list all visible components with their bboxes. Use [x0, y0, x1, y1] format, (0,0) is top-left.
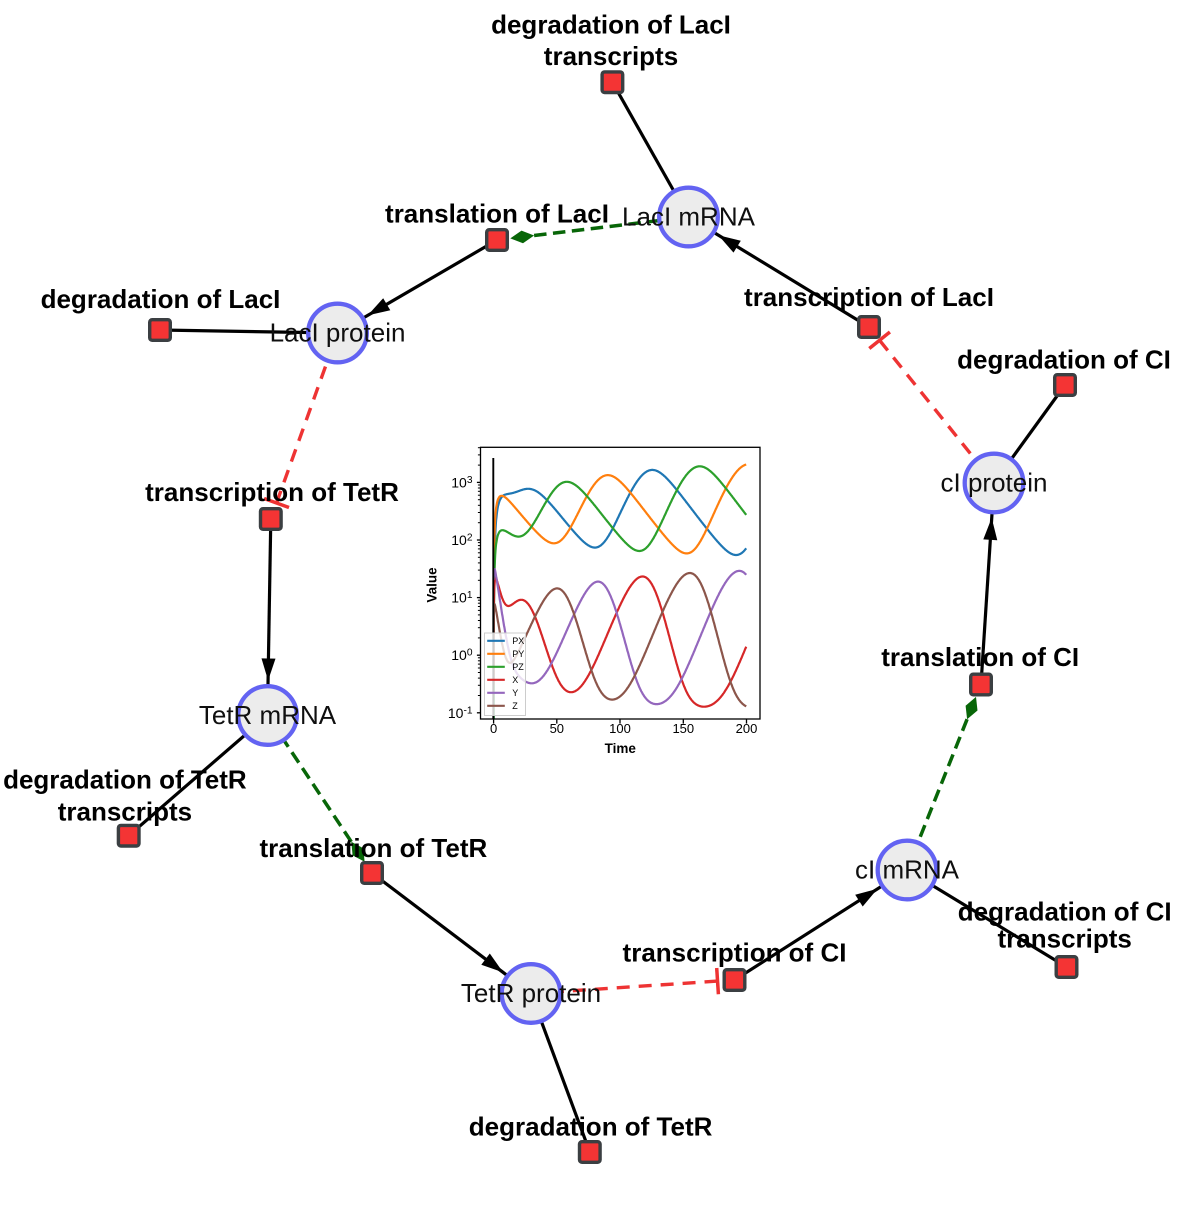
svg-text:Value: Value — [425, 567, 440, 603]
svg-text:transcription of TetR: transcription of TetR — [145, 477, 399, 507]
svg-text:degradation of LacI: degradation of LacI — [41, 284, 281, 314]
svg-text:degradation of TetR: degradation of TetR — [469, 1111, 713, 1141]
svg-text:degradation of CI: degradation of CI — [958, 896, 1172, 926]
svg-text:LacI mRNA: LacI mRNA — [622, 202, 756, 232]
svg-text:degradation of TetR: degradation of TetR — [3, 764, 247, 794]
svg-text:Y: Y — [512, 688, 518, 698]
svg-text:Time: Time — [605, 741, 637, 756]
svg-text:translation of LacI: translation of LacI — [385, 199, 609, 229]
svg-text:translation of TetR: translation of TetR — [260, 833, 488, 863]
svg-text:LacI protein: LacI protein — [270, 318, 406, 348]
svg-text:X: X — [512, 675, 518, 685]
svg-text:transcripts: transcripts — [544, 41, 678, 71]
svg-text:0: 0 — [490, 721, 497, 736]
svg-text:Z: Z — [512, 701, 518, 711]
svg-text:degradation of LacI: degradation of LacI — [491, 10, 731, 40]
svg-text:transcription of LacI: transcription of LacI — [744, 282, 994, 312]
svg-text:PZ: PZ — [512, 662, 524, 672]
svg-text:TetR mRNA: TetR mRNA — [199, 700, 337, 730]
svg-text:transcripts: transcripts — [58, 796, 192, 826]
svg-text:cI protein: cI protein — [941, 468, 1048, 498]
svg-text:100: 100 — [609, 721, 631, 736]
svg-text:translation of CI: translation of CI — [881, 642, 1079, 672]
svg-text:PY: PY — [512, 649, 524, 659]
svg-text:50: 50 — [550, 721, 564, 736]
svg-text:transcription of CI: transcription of CI — [623, 937, 847, 967]
svg-text:cI mRNA: cI mRNA — [855, 855, 960, 885]
svg-text:150: 150 — [672, 721, 694, 736]
svg-text:TetR protein: TetR protein — [461, 978, 601, 1008]
svg-text:PX: PX — [512, 636, 524, 646]
svg-text:degradation of CI: degradation of CI — [957, 345, 1171, 375]
svg-text:transcripts: transcripts — [998, 924, 1132, 954]
svg-text:200: 200 — [736, 721, 758, 736]
